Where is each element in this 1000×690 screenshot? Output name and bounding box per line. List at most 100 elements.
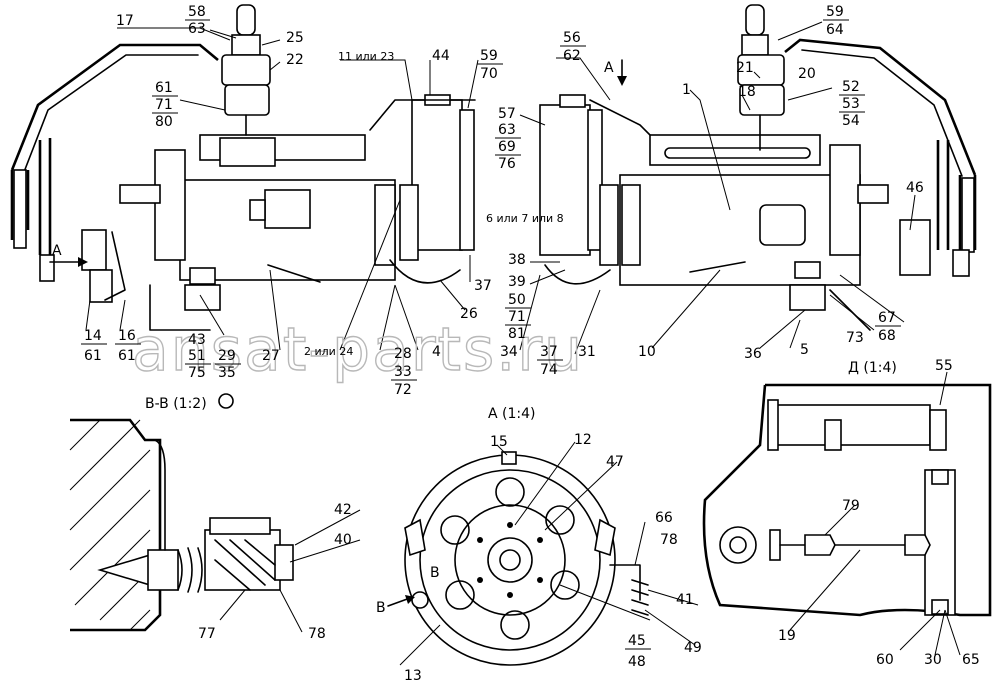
right-air-cleaner-body [739, 84, 785, 116]
right-flywheel [621, 184, 641, 266]
right-shaft-housing [857, 184, 889, 204]
bb-cylinder [204, 529, 281, 591]
callout-56: 56 [563, 30, 581, 46]
vd-plate-bolt-top [931, 469, 949, 485]
callout-63a: 63 [188, 21, 206, 37]
coolant-pipes [369, 99, 651, 136]
callout-60: 60 [876, 652, 894, 668]
callout-70: 70 [480, 66, 498, 82]
callout-26: 26 [460, 306, 478, 322]
view-a-title: A (1:4) [488, 406, 535, 422]
arrow-a-top-label: A [604, 60, 614, 76]
callout-19: 19 [778, 628, 796, 644]
bb-cylinder-hatch [214, 539, 276, 591]
callout-49: 49 [684, 640, 702, 656]
left-engine-end [154, 149, 186, 261]
callout-63b: 63 [498, 122, 516, 138]
callout-6or7or8: 6 или 7 или 8 [486, 212, 564, 225]
bb-needle-tip [97, 553, 151, 587]
callout-76: 76 [498, 156, 516, 172]
right-end-unit [899, 219, 931, 276]
callout-18: 18 [738, 84, 756, 100]
va-spring [631, 579, 649, 616]
arrow-b-head [405, 595, 415, 604]
callout-78b: 78 [660, 532, 678, 548]
va-lever [609, 564, 641, 601]
bb-hatching [69, 419, 151, 631]
right-radiator-hose [544, 264, 611, 285]
callout-33: 33 [394, 364, 412, 380]
callout-10: 10 [638, 344, 656, 360]
callout-36: 36 [744, 346, 762, 362]
callout-59a: 59 [480, 48, 498, 64]
callout-45: 45 [628, 633, 646, 649]
vd-vertical-plate [924, 469, 956, 616]
vd-plate-bolt-bottom [931, 599, 949, 615]
callout-37b: 37 [540, 344, 558, 360]
callout-30: 30 [924, 652, 942, 668]
section-circle-mark [218, 393, 234, 409]
callout-66: 66 [655, 510, 673, 526]
callout-1: 1 [682, 82, 691, 98]
callout-73: 73 [846, 330, 864, 346]
left-base-line [149, 284, 211, 331]
callout-43: 43 [188, 332, 206, 348]
callout-58: 58 [188, 4, 206, 20]
callout-77: 77 [198, 626, 216, 642]
callout-17: 17 [116, 13, 134, 29]
callout-69: 69 [498, 139, 516, 155]
callout-78a: 78 [308, 626, 326, 642]
right-dipstick [689, 261, 746, 273]
callout-25: 25 [286, 30, 304, 46]
right-post [936, 140, 950, 250]
callout-28: 28 [394, 346, 412, 362]
view-a [404, 451, 649, 666]
callout-4: 4 [432, 344, 441, 360]
left-air-intake-cap [236, 4, 256, 36]
vd-beam-clamp-1 [824, 419, 842, 451]
callout-5: 5 [800, 342, 809, 358]
arrow-a-left-label: A [52, 243, 62, 259]
right-radiator-cap [559, 94, 586, 108]
direction-arrows [49, 59, 627, 607]
callout-62: 62 [563, 48, 581, 64]
right-air-intake-cap [745, 4, 765, 36]
right-radiator-fan [599, 184, 619, 266]
callout-57: 57 [498, 106, 516, 122]
callout-59b: 59 [826, 4, 844, 20]
left-handrail-inner [23, 54, 199, 173]
left-flywheel [374, 184, 396, 266]
left-lever-arm [104, 231, 126, 301]
top-assembly-view [10, 4, 977, 331]
callout-50: 50 [508, 292, 526, 308]
left-step-plate [13, 169, 27, 249]
callout-46: 46 [906, 180, 924, 196]
view-d [702, 383, 992, 617]
callout-27: 27 [262, 348, 280, 364]
section-bb-title: B-B (1:2) [145, 396, 207, 412]
right-radiator-core [539, 104, 591, 256]
right-radiator-side [587, 109, 603, 251]
callout-75: 75 [188, 365, 206, 381]
callout-61c: 61 [118, 348, 136, 364]
va-inner-ring [419, 469, 601, 651]
callout-71b: 71 [508, 309, 526, 325]
left-air-intake-neck [231, 34, 261, 56]
leader-lines [85, 21, 961, 666]
right-pipe-slot [664, 147, 811, 159]
bb-housing-outline [70, 418, 162, 632]
right-base-line [829, 289, 871, 331]
left-lever-housing [81, 229, 107, 271]
left-radiator-fan [399, 184, 419, 261]
vd-shaft [719, 526, 757, 564]
callout-12: 12 [574, 432, 592, 448]
bb-wire [154, 439, 166, 551]
left-mount [184, 284, 221, 311]
callout-48: 48 [628, 654, 646, 670]
arrow-b-label: B [376, 600, 386, 616]
va-small-bolts [477, 522, 543, 598]
callout-68: 68 [878, 328, 896, 344]
callout-61b: 61 [84, 348, 102, 364]
left-shaft-housing [119, 184, 161, 204]
